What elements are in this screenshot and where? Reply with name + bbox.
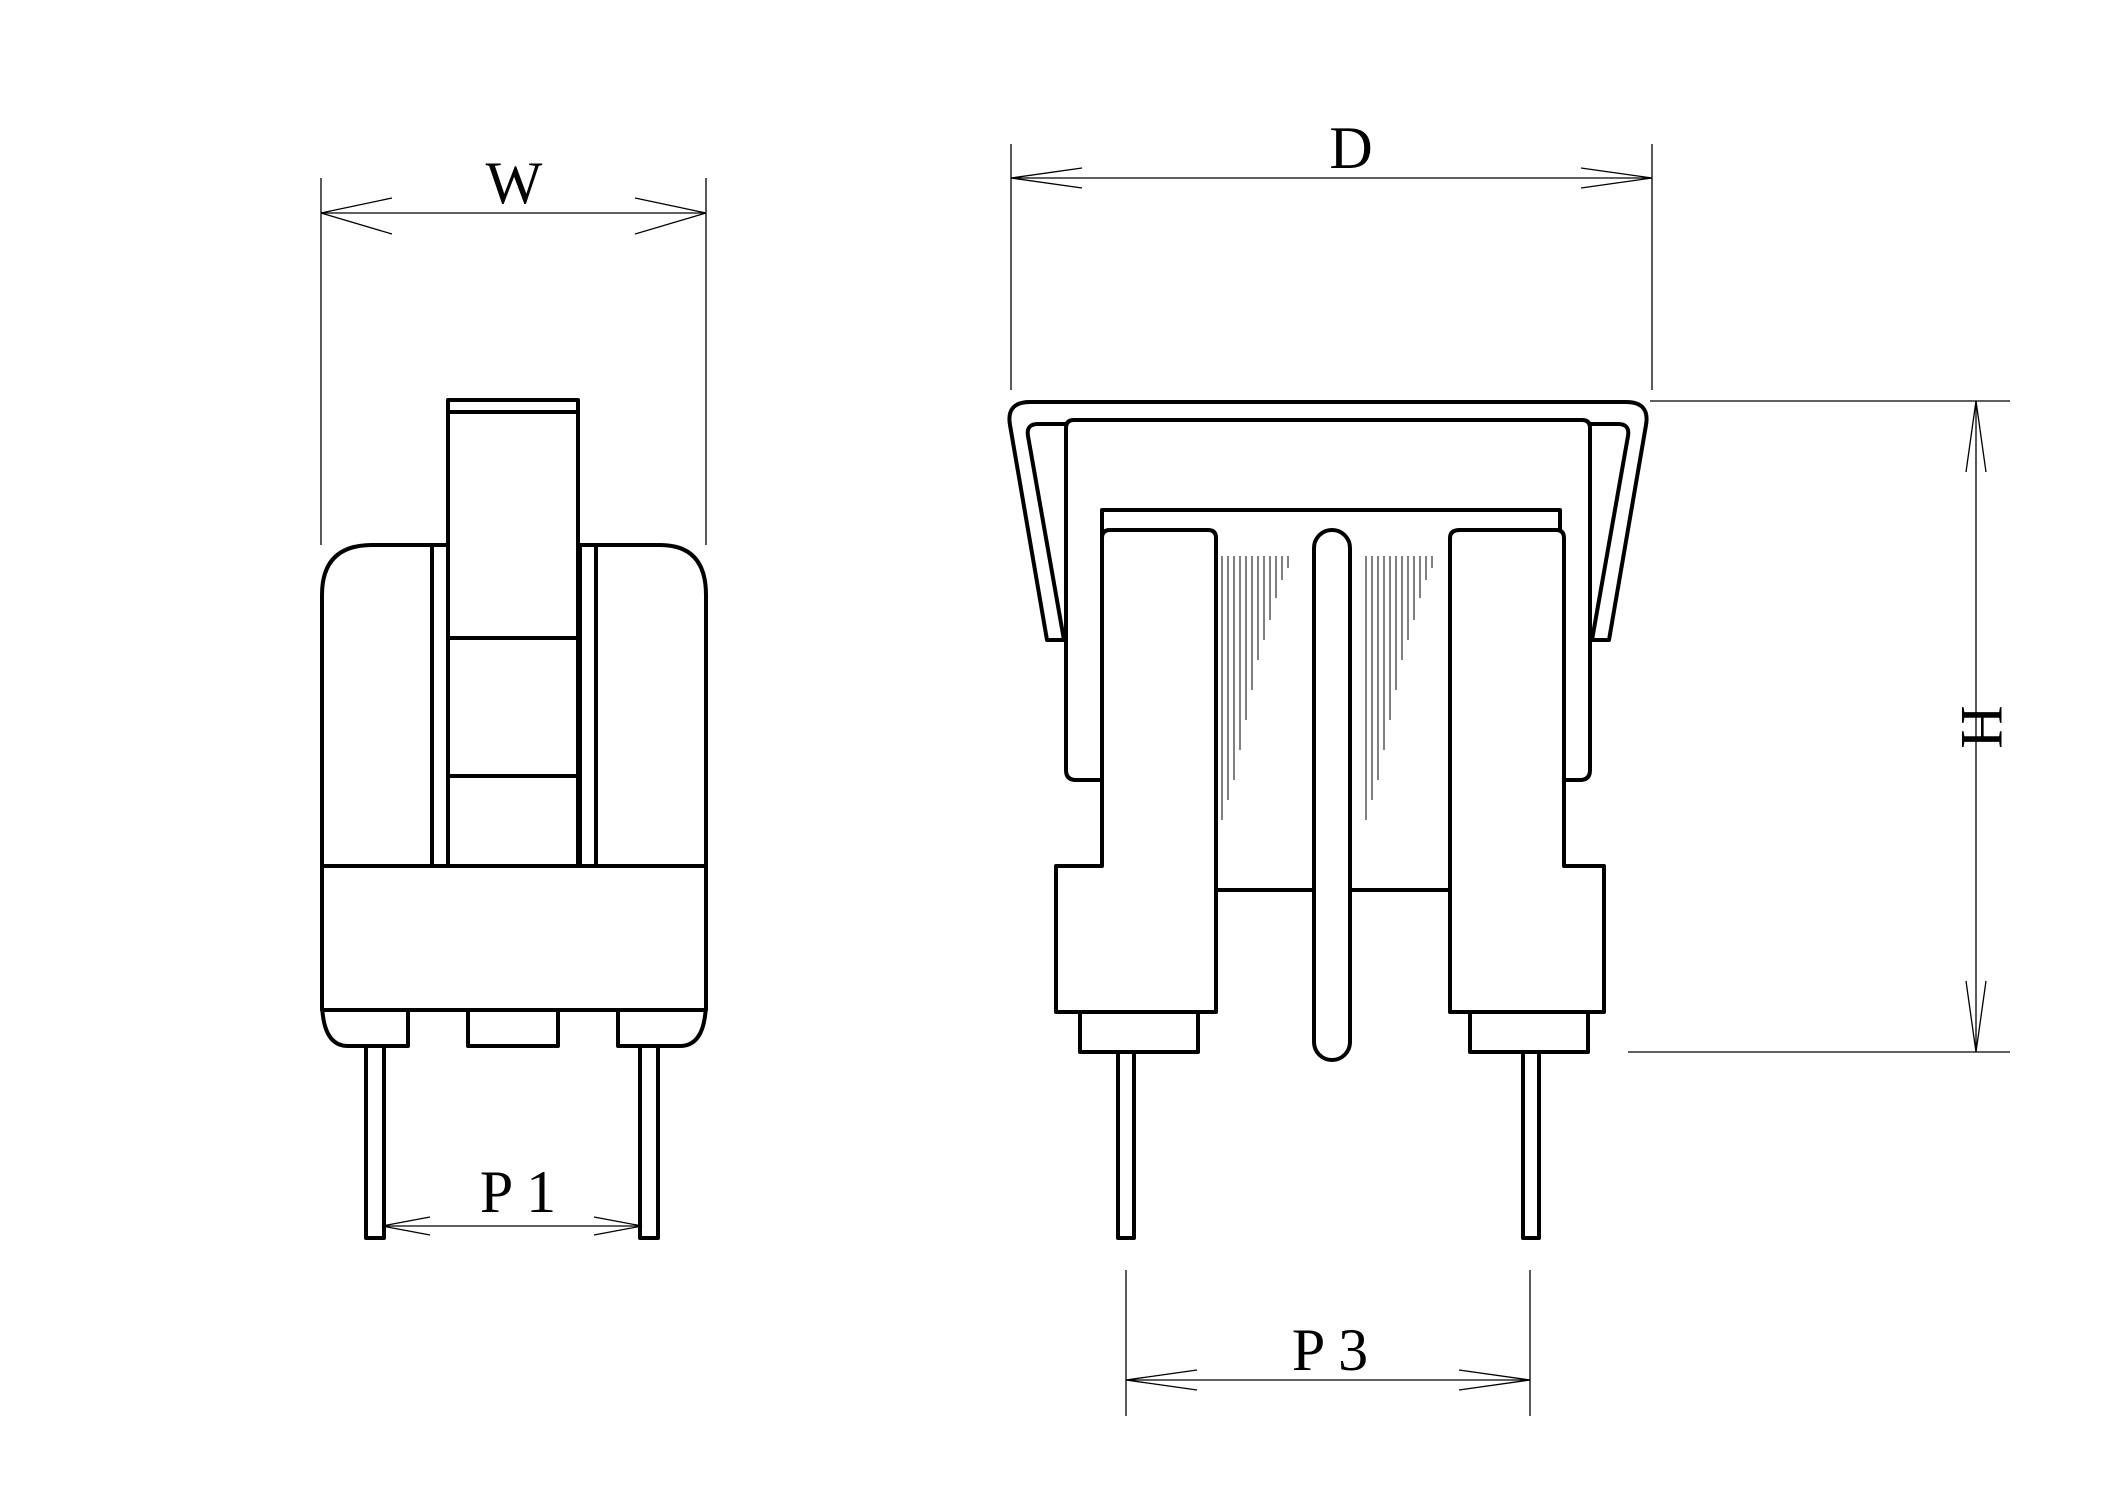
p1-arrow-right [593,1216,643,1236]
d-label: D [1329,115,1372,181]
p3-arrow-right [1458,1369,1531,1391]
p1-arrow-left [381,1216,431,1236]
side-winding-hatch-left [1221,556,1289,820]
w-label: W [486,150,543,216]
d-arrow-left [1010,167,1083,189]
side-pin-left [1116,1050,1136,1240]
side-pad-left [1078,1010,1200,1054]
h-arrow-top [1965,400,1987,473]
side-center-pin [1312,528,1352,1062]
h-label: H [1949,705,2015,748]
h-arrow-bottom [1965,980,1987,1053]
side-pin-right [1521,1050,1541,1240]
front-dimensions: W P 1 [320,150,707,1236]
side-view [1007,400,1649,1240]
front-core-bar [446,398,580,868]
side-leg-left [1054,528,1218,1014]
d-arrow-right [1580,167,1653,189]
side-pad-right [1468,1010,1590,1054]
p1-label: P 1 [480,1159,556,1225]
front-base-band [320,864,708,1012]
p3-arrow-left [1125,1369,1198,1391]
side-leg-right [1448,528,1606,1014]
front-winding-column-left [430,543,450,868]
front-view [320,398,708,1240]
w-arrow-left [320,197,393,235]
front-winding-column-right [578,543,598,868]
w-arrow-right [634,197,707,235]
p3-label: P 3 [1292,1317,1368,1383]
side-dimensions: D H P 3 [1010,115,2015,1416]
side-winding-hatch-right [1365,556,1433,820]
